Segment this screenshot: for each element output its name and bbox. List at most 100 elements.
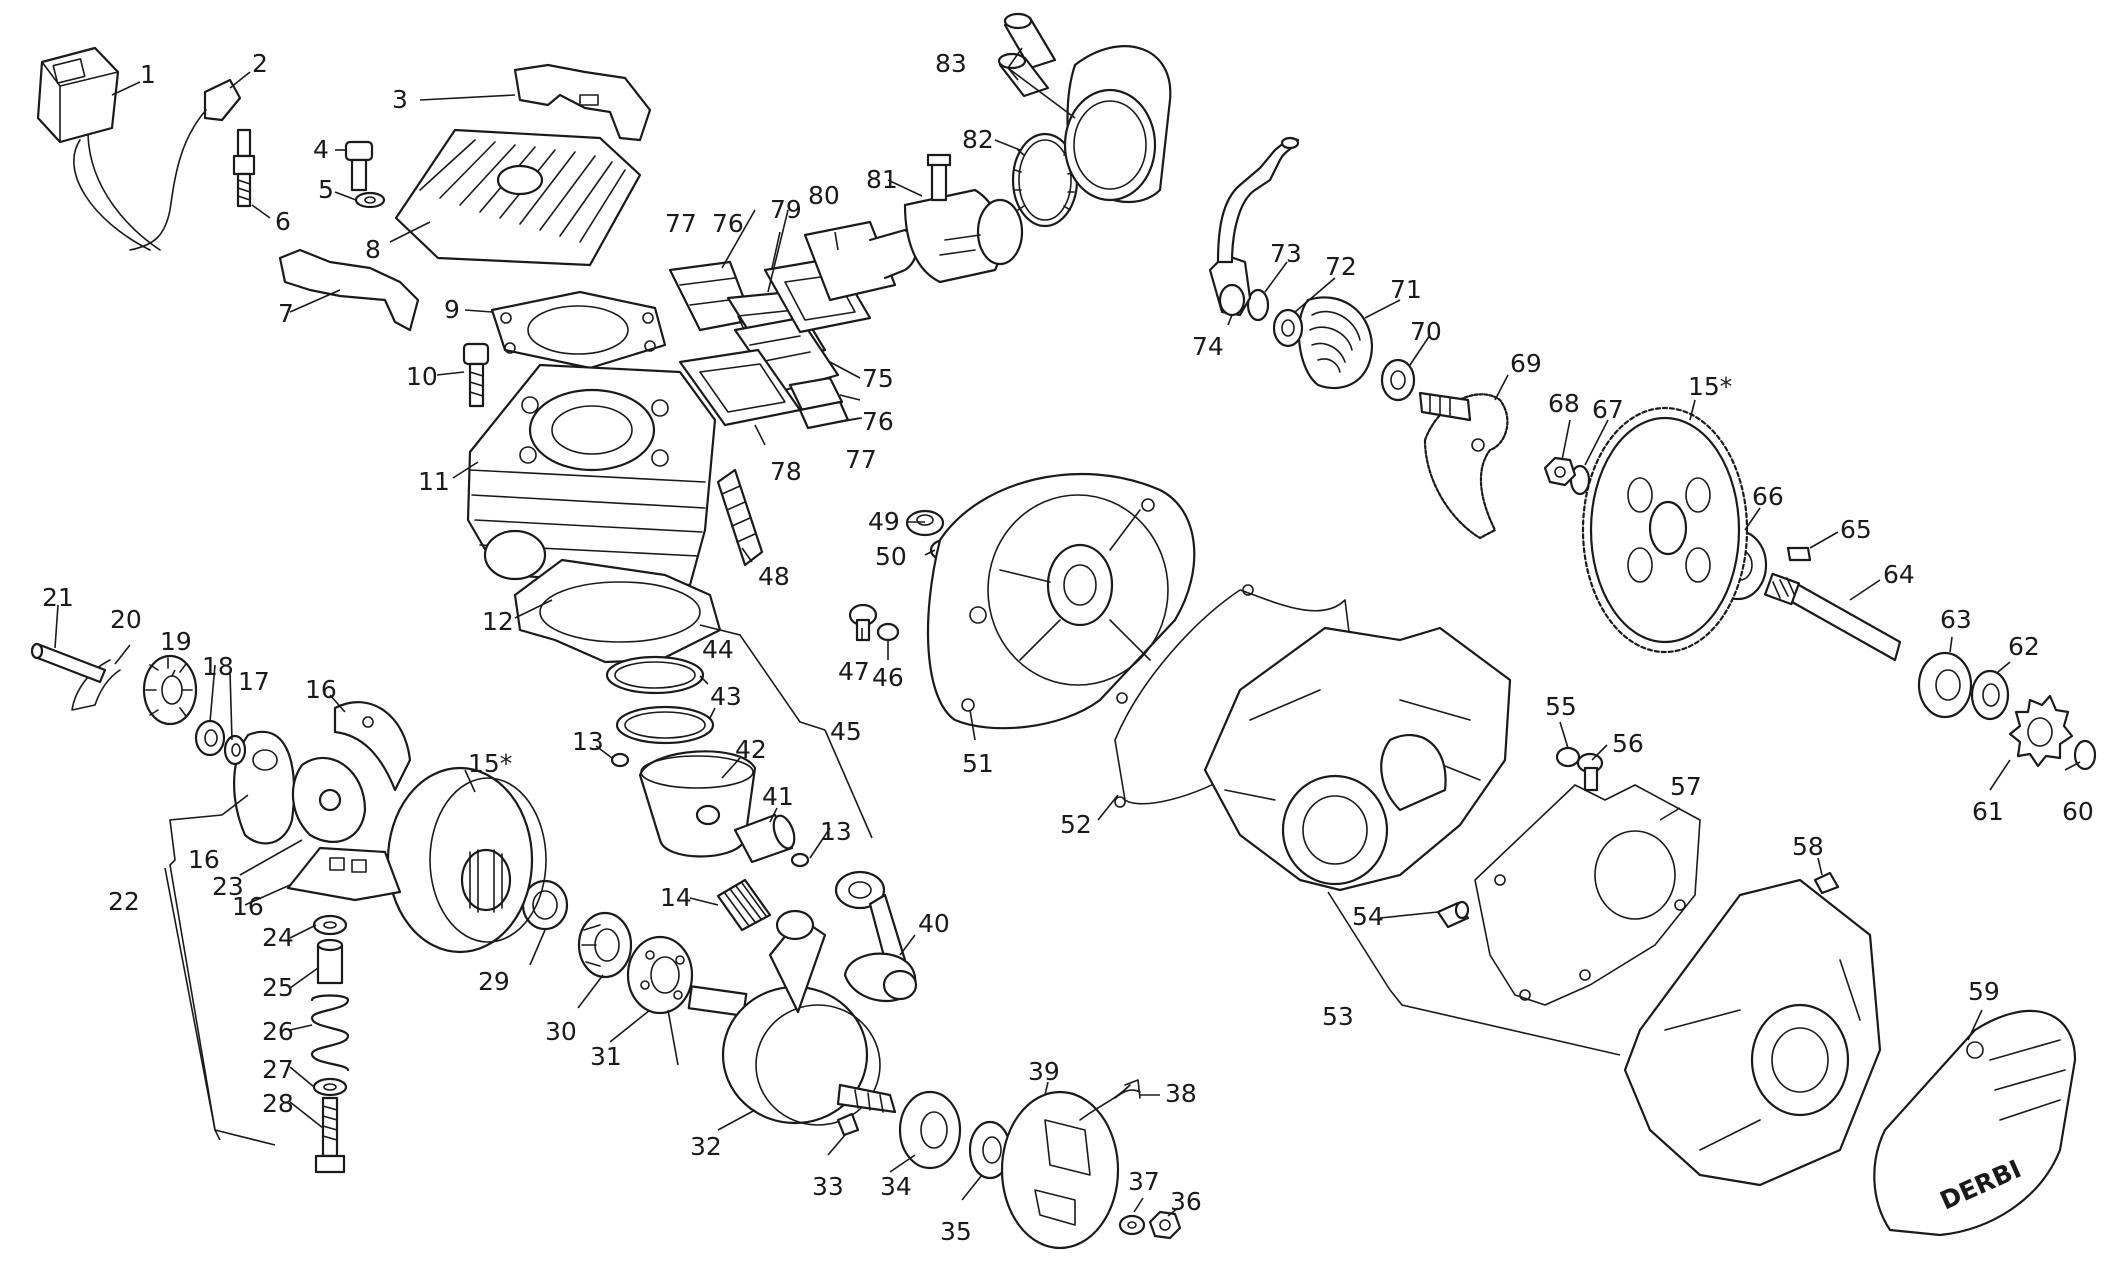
callout-label-77-lower: 77 [845,445,877,474]
callout-label-15-gear: 15* [1688,372,1732,401]
callout-label-67: 67 [1592,395,1624,424]
part-washer-5 [354,191,386,209]
callout-label-68: 68 [1548,389,1580,418]
part-nut-36 [1148,1210,1182,1240]
part-oil-seal-30 [577,911,633,979]
part-clutch-bell [386,766,547,954]
part-clutch-shoe-16-bottom [286,846,402,902]
callout-label-53: 53 [1322,1002,1354,1031]
callout-label-52: 52 [1060,810,1092,839]
part-dowel-54 [1436,900,1470,929]
callout-label-10: 10 [406,362,438,391]
part-bolt-83-a [1003,12,1057,70]
part-main-bearing-31 [626,935,694,1015]
part-crankshaft [687,909,897,1126]
callout-label-70: 70 [1410,317,1442,346]
callout-label-18: 18 [202,652,234,681]
part-washer-17 [223,734,247,766]
part-key-58 [1813,871,1840,895]
callout-label-58: 58 [1792,832,1824,861]
callout-label-62: 62 [2008,632,2040,661]
callout-label-81: 81 [866,165,898,194]
callout-label-61: 61 [1972,797,2004,826]
part-piston-pin [733,813,796,864]
part-washer-70 [1380,358,1416,402]
callout-label-38: 38 [1165,1079,1197,1108]
part-screw-47 [848,603,878,642]
callout-label-35: 35 [940,1217,972,1246]
part-spring-26 [310,994,350,1072]
callout-label-12: 12 [482,607,514,636]
callout-label-60: 60 [2062,797,2094,826]
part-bearing-63 [1917,651,1973,719]
part-kick-lever [1208,136,1300,317]
callout-label-76-lower: 76 [862,407,894,436]
leader-lines [54,47,2081,1217]
callout-label-13-a: 13 [572,727,604,756]
part-washer-55 [1555,746,1581,768]
callout-label-75: 75 [862,364,894,393]
callout-label-63: 63 [1940,605,1972,634]
part-bearing-18 [194,719,226,757]
part-cylinder [466,363,717,587]
callout-label-66: 66 [1752,482,1784,511]
callout-label-25: 25 [262,973,294,1002]
part-crankcase-gasket [1474,784,1701,1006]
callout-label-22: 22 [108,887,140,916]
part-stud-10 [462,342,490,408]
callout-label-55: 55 [1545,692,1577,721]
callout-label-82: 82 [962,125,994,154]
callout-label-11: 11 [418,467,450,496]
part-intake-manifold [803,220,918,302]
part-circlip-13-b [790,852,810,868]
callout-label-57: 57 [1670,772,1702,801]
part-gear-19 [142,654,198,726]
part-seal-35 [968,1120,1012,1180]
part-kickstart-segment [1423,393,1509,540]
callout-label-31: 31 [590,1042,622,1071]
part-seal-62 [1970,669,2010,721]
part-clutch-shoe-16-left [233,730,296,845]
part-clutch-carrier [291,756,367,843]
part-washer-73 [1246,288,1270,322]
callout-label-77-upper: 77 [665,209,697,238]
part-spark-plug-cap [129,78,242,251]
callout-label-47: 47 [838,657,870,686]
callout-label-41: 41 [762,782,794,811]
callout-label-15-clutch: 15* [468,749,512,778]
callout-label-14: 14 [660,883,692,912]
callout-label-28: 28 [262,1089,294,1118]
callout-label-29: 29 [478,967,510,996]
part-screw-56 [1576,752,1604,792]
part-piston-ring-44 [605,655,705,695]
callout-label-37: 37 [1128,1167,1160,1196]
callout-labels: 1 2 3 4 5 6 7 8 9 10 11 12 13 13 14 15* … [42,49,2094,1246]
callout-label-78: 78 [770,457,802,486]
part-circlip-60 [2073,739,2097,771]
part-washer-27 [312,1077,348,1097]
part-needle-bearing-14 [716,878,772,932]
callout-label-24: 24 [262,923,294,952]
callout-label-5: 5 [318,175,334,204]
part-reed-strip-48 [716,468,764,567]
callout-label-56: 56 [1612,729,1644,758]
callout-label-45: 45 [830,717,862,746]
callout-label-42: 42 [735,735,767,764]
part-output-shaft [1763,572,1902,662]
callout-label-83: 83 [935,49,967,78]
part-key-65 [1786,546,1812,562]
part-head-bracket [513,63,652,142]
callout-label-72: 72 [1325,252,1357,281]
part-bearing-34 [898,1090,962,1170]
part-stator-plate [1000,1084,1131,1250]
callout-label-51: 51 [962,749,994,778]
callout-label-7: 7 [278,299,294,328]
part-kick-spring-71 [1297,296,1374,390]
callout-label-33: 33 [812,1172,844,1201]
callout-label-74: 74 [1192,332,1224,361]
callout-label-43: 43 [710,682,742,711]
part-woodruff-key [836,1112,860,1137]
part-kick-shaft [1418,391,1472,422]
callout-label-80: 80 [808,181,840,210]
callout-label-20: 20 [110,605,142,634]
